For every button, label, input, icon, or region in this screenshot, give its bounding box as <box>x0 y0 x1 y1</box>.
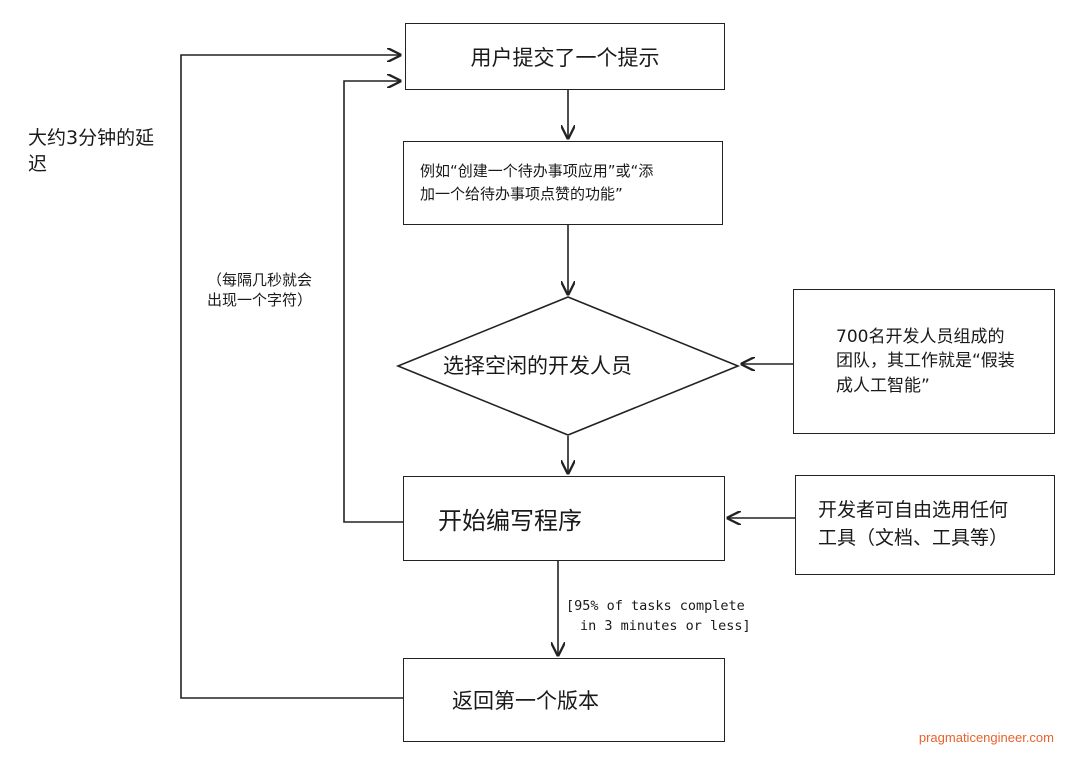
delay-text-line-1: 大约3分钟的延 <box>28 127 155 149</box>
tools-text-line-2: 工具（文档、工具等） <box>818 527 1009 549</box>
delay-annotation: 大约3分钟的延 迟 <box>28 126 178 177</box>
decision-diamond <box>395 296 741 436</box>
chars-text-line-2: 出现一个字符） <box>207 291 313 310</box>
start-coding-text: 开始编写程序 <box>438 507 582 535</box>
tasks-annotation: [95% of tasks complete in 3 minutes or l… <box>566 597 786 636</box>
tasks-text-line-2: in 3 minutes or less] <box>580 617 751 634</box>
loop-return-to-prompt <box>180 55 403 699</box>
return-version-text: 返回第一个版本 <box>452 689 599 713</box>
submit-prompt-box: 用户提交了一个提示 <box>405 23 725 90</box>
return-version-box: 返回第一个版本 <box>403 658 725 742</box>
tools-box: 开发者可自由选用任何 工具（文档、工具等） <box>795 475 1055 575</box>
chars-annotation: （每隔几秒就会 出现一个字符） <box>207 270 347 311</box>
team-text-line-2: 团队，其工作就是“假装 <box>836 351 1015 372</box>
team-text-line-3: 成人工智能” <box>836 375 930 396</box>
source-watermark: pragmaticengineer.com <box>918 730 1054 745</box>
decision-text: 选择空闲的开发人员 <box>443 354 632 378</box>
example-text-line-1: 例如“创建一个待办事项应用”或“添 <box>420 161 654 180</box>
example-text-line-2: 加一个给待办事项点赞的功能” <box>420 185 623 203</box>
start-coding-box: 开始编写程序 <box>403 476 725 561</box>
example-box: 例如“创建一个待办事项应用”或“添 加一个给待办事项点赞的功能” <box>403 141 723 225</box>
chars-text-line-1: （每隔几秒就会 <box>207 271 313 289</box>
tasks-text-line-1: [95% of tasks complete <box>566 598 745 614</box>
submit-prompt-text: 用户提交了一个提示 <box>470 45 660 70</box>
tools-text-line-1: 开发者可自由选用任何 <box>818 499 1009 522</box>
loop-coding-to-prompt <box>343 81 403 523</box>
team-box: 700名开发人员组成的 团队，其工作就是“假装 成人工智能” <box>793 289 1055 434</box>
delay-text-line-2: 迟 <box>28 152 48 175</box>
team-text-line-1: 700名开发人员组成的 <box>836 326 1005 347</box>
